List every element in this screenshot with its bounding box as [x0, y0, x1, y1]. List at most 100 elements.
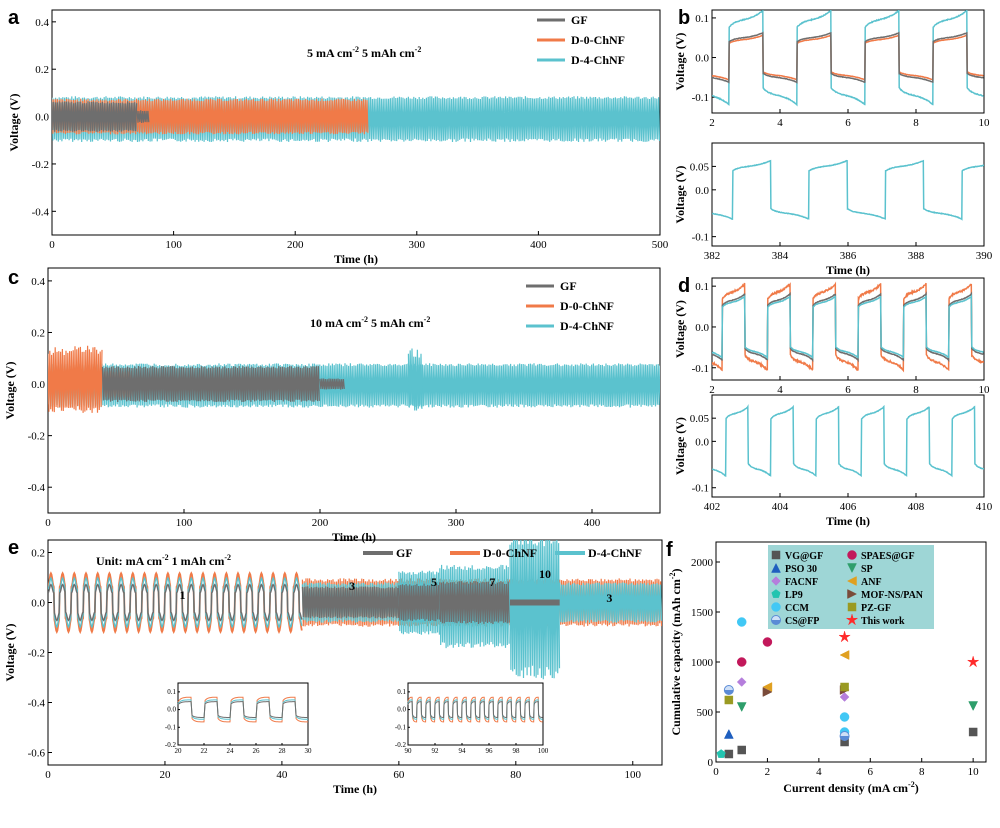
series-GF: [712, 291, 984, 363]
y-axis-label: Voltage (V): [7, 94, 21, 152]
y-axis-label: Voltage (V): [673, 33, 687, 91]
marker-half: [840, 736, 850, 741]
inset-x-tick-label: 100: [538, 747, 549, 755]
inset-y-tick-label: 0.1: [397, 688, 406, 696]
inset-y-tick-label: 0.1: [167, 688, 176, 696]
panel-letter-a: a: [8, 7, 20, 29]
y-tick-label: -0.1: [692, 232, 709, 244]
series-D-0-ChNF: [712, 34, 984, 82]
x-tick-label: 0: [713, 766, 719, 778]
y-tick-label: -0.2: [28, 648, 45, 660]
data-point: [966, 655, 980, 668]
plot-area-b1: [712, 10, 984, 107]
annotation-text: 5 mAh cm: [359, 46, 415, 60]
x-tick-label: 100: [625, 769, 642, 781]
y-tick-label: 1500: [691, 607, 714, 619]
inset-y-tick-label: -0.1: [165, 723, 177, 731]
x-tick-label: 60: [393, 769, 405, 781]
condition-annotation: 10 mA cm-2 5 mAh cm-2: [310, 315, 430, 330]
rate-label: 1: [179, 588, 185, 602]
annotation-text: 1 mAh cm: [169, 554, 225, 568]
data-point: [736, 677, 747, 687]
legend-entry: GF: [396, 546, 413, 560]
y-tick-label: 0.2: [35, 64, 49, 76]
x-tick-label: 10: [968, 766, 980, 778]
x-tick-label: 8: [913, 117, 919, 129]
legend-entry: SP: [861, 564, 873, 575]
annotation-superscript: -2: [424, 315, 431, 324]
legend-marker: [771, 576, 781, 586]
legend-entry: PSO 30: [785, 564, 817, 575]
panel-letter-c: c: [8, 267, 19, 289]
legend-entry: D-0-ChNF: [560, 299, 614, 313]
series-oscillation: [48, 576, 303, 629]
axes-frame: [711, 9, 985, 114]
y-axis-label: Cumulative capacity (mAh cm-2): [668, 569, 683, 736]
y-tick-label: 0.2: [31, 327, 45, 339]
legend-entry: MOF-NS/PAN: [861, 590, 924, 601]
y-tick-label: 0.05: [690, 413, 710, 425]
legend-entry: LP9: [785, 590, 803, 601]
x-tick-label: 384: [772, 250, 789, 262]
panel-letter-d: d: [678, 275, 690, 297]
x-tick-label: 408: [908, 501, 925, 513]
y-axis-label-part: ): [669, 569, 683, 573]
y-axis-label: Voltage (V): [3, 362, 17, 420]
legend-marker: [771, 550, 781, 560]
condition-annotation: 5 mA cm-2 5 mAh cm-2: [307, 45, 421, 60]
data-point: [968, 727, 978, 737]
data-point: [716, 749, 726, 758]
x-tick-label: 100: [176, 517, 193, 529]
series-D-0-ChNF: [712, 281, 984, 373]
panel-letter-f: f: [666, 539, 673, 561]
legend-entry: VG@GF: [785, 551, 823, 562]
y-tick-label: -0.1: [692, 92, 709, 104]
inset-x-tick-label: 24: [227, 747, 235, 755]
inset-series: [177, 701, 308, 718]
data-point: [736, 617, 747, 627]
y-tick-label: 0.4: [31, 276, 45, 288]
x-axis-label: Current density (mA cm-2): [783, 780, 918, 795]
condition-annotation: Unit: mA cm-2 1 mAh cm-2: [96, 553, 231, 568]
y-tick-label: -0.2: [32, 159, 49, 171]
plot-area-b2: [712, 159, 984, 221]
x-tick-label: 100: [165, 239, 182, 251]
legend-entry: D-4-ChNF: [560, 319, 614, 333]
panel-letter-e: e: [8, 537, 19, 559]
y-tick-label: -0.4: [28, 698, 46, 710]
x-tick-label: 6: [845, 384, 851, 396]
x-tick-label: 400: [530, 239, 547, 251]
x-tick-label: 6: [845, 117, 851, 129]
legend-entry: GF: [560, 279, 577, 293]
x-axis-label: Time (h): [332, 530, 376, 544]
data-point: [724, 749, 734, 759]
x-axis-label: Time (h): [826, 263, 870, 277]
x-axis-label-part: -2: [908, 780, 915, 789]
y-tick-label: 0.05: [690, 161, 710, 173]
y-axis-label: Voltage (V): [673, 166, 687, 224]
data-point: [839, 712, 850, 722]
inset-y-tick-label: 0.0: [167, 706, 176, 714]
x-axis-label-part: ): [915, 781, 919, 795]
y-tick-label: 0.0: [695, 53, 709, 65]
legend-marker: [771, 602, 781, 612]
series-D-4-ChNF: [712, 294, 984, 360]
x-tick-label: 400: [584, 517, 601, 529]
axes-frame: [47, 539, 663, 766]
legend-marker: [771, 615, 781, 625]
x-axis-label: Time (h): [333, 782, 377, 796]
y-tick-label: 0.1: [695, 281, 709, 293]
y-tick-label: -0.1: [692, 363, 709, 375]
x-tick-label: 8: [913, 384, 919, 396]
data-point: [839, 650, 850, 660]
plot-area-e: [48, 540, 662, 680]
y-tick-label: -0.4: [32, 206, 50, 218]
y-tick-label: -0.1: [692, 483, 709, 495]
plot-area-d2: [712, 404, 984, 478]
x-tick-label: 2: [765, 766, 771, 778]
legend-entry: FACNF: [785, 577, 818, 588]
series-band: [407, 348, 423, 411]
series-D-4-ChNF: [712, 159, 984, 221]
data-point: [839, 731, 850, 741]
